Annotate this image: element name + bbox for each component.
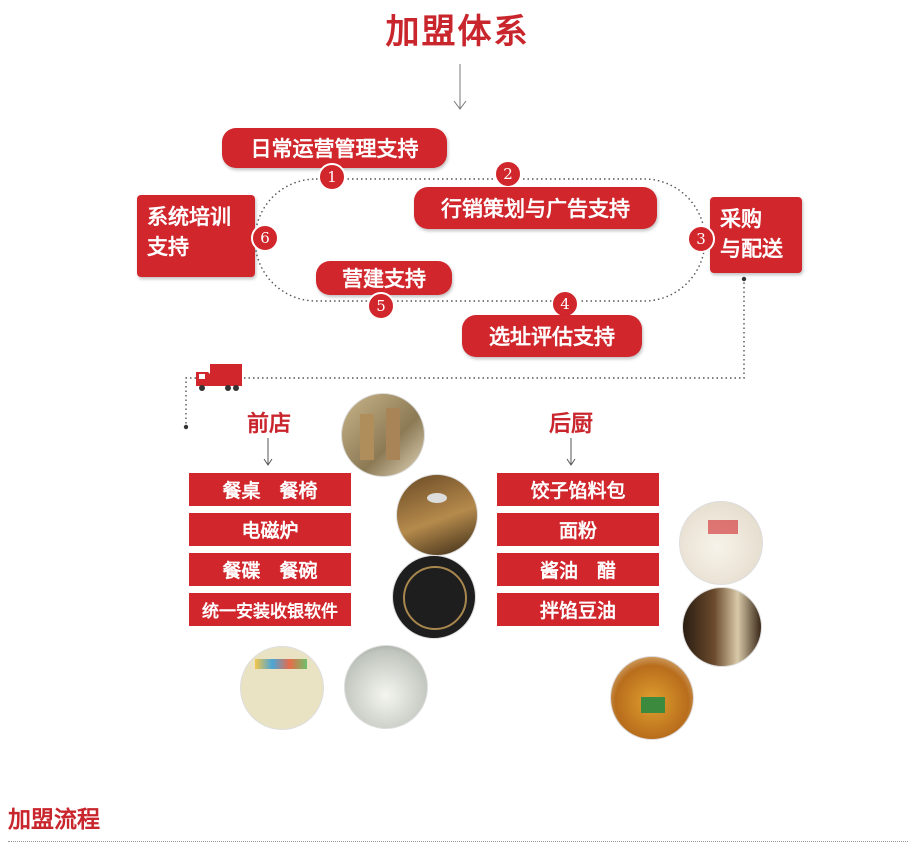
- step-number-5: 5: [367, 292, 395, 320]
- plate-photo: [392, 555, 476, 639]
- construction-label: 营建支持: [342, 267, 426, 291]
- front-item-induction-cooker: 电磁炉: [189, 513, 351, 546]
- kitchen-item-oil: 拌馅豆油: [497, 593, 659, 626]
- arrow-down-icon: [453, 100, 467, 110]
- kitchen-arrow-icon: [566, 458, 576, 466]
- chairs-photo: [341, 393, 425, 477]
- front-item-tables: 餐桌 餐椅: [189, 473, 351, 506]
- kitchen-item-soy-vinegar: 酱油 醋: [497, 553, 659, 586]
- kitchen-heading: 后厨: [549, 412, 594, 437]
- front-heading: 前店: [247, 412, 292, 437]
- step-number-6: 6: [251, 224, 279, 252]
- step-number-4: 4: [551, 290, 579, 318]
- marketing-label: 行销策划与广告支持: [441, 197, 630, 221]
- training-label-line2: 支持: [147, 235, 189, 259]
- construction-box: 营建支持: [316, 261, 452, 295]
- oil-photo: [610, 656, 694, 740]
- marketing-box: 行销策划与广告支持: [414, 187, 657, 229]
- page-title: 加盟体系: [385, 12, 530, 52]
- kitchen-item-filling: 饺子馅料包: [497, 473, 659, 506]
- training-label-line1: 系统培训: [147, 205, 231, 229]
- site-evaluation-box: 选址评估支持: [462, 315, 642, 357]
- delivery-connector: [185, 278, 745, 425]
- front-arrow-icon: [263, 458, 273, 466]
- induction-table-photo: [396, 474, 478, 556]
- soy-vinegar-photo: [682, 587, 762, 667]
- front-item-dishes: 餐碟 餐碗: [189, 553, 351, 586]
- connector-dot-bottom: [183, 424, 189, 430]
- purchase-label-line2: 与配送: [720, 237, 783, 261]
- step-number-2: 2: [494, 160, 522, 188]
- training-box: 系统培训 支持: [137, 195, 255, 277]
- footer-divider: [8, 841, 908, 842]
- cashier-screen-photo: [240, 646, 324, 730]
- step-number-1: 1: [318, 163, 346, 191]
- daily-operations-label: 日常运营管理支持: [250, 137, 419, 161]
- purchase-box: 采购 与配送: [710, 197, 802, 273]
- truck-icon: [196, 364, 242, 391]
- site-evaluation-label: 选址评估支持: [489, 325, 615, 349]
- daily-operations-box: 日常运营管理支持: [222, 128, 447, 168]
- connector-dot-top: [741, 276, 747, 282]
- purchase-label-line1: 采购: [720, 207, 762, 231]
- process-section-title: 加盟流程: [8, 807, 100, 833]
- front-item-cashier-software: 统一安装收银软件: [189, 593, 351, 626]
- step-number-3: 3: [687, 225, 715, 253]
- bowls-photo: [344, 645, 428, 729]
- flour-photo: [679, 501, 763, 585]
- kitchen-item-flour: 面粉: [497, 513, 659, 546]
